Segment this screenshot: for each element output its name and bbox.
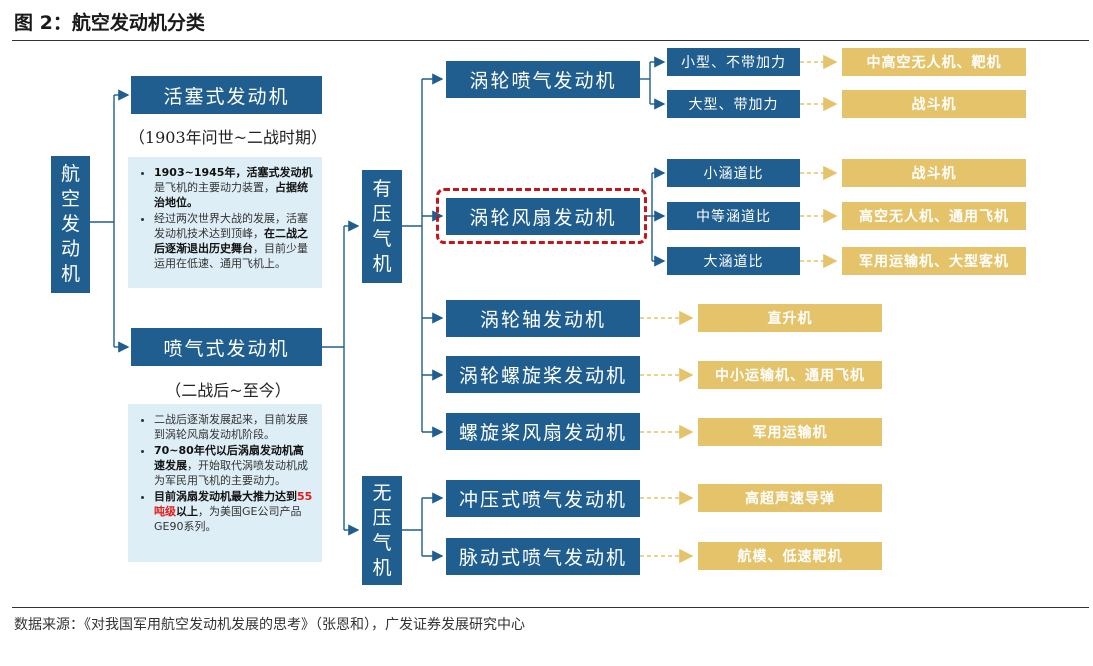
- app-ramjet: 高超声速导弹: [698, 484, 882, 512]
- root-char: 发: [60, 213, 80, 235]
- vchar: 机: [372, 252, 392, 275]
- jet-period: （二战后~至今）: [165, 381, 291, 400]
- root-char: 动: [60, 238, 80, 260]
- note-bold: 70~80年代以后涡扇发动机高速发展: [154, 444, 304, 472]
- note-text: ，为美国GE公司产品GE90系列。: [154, 505, 302, 533]
- note-text: 是飞机的主要动力装置，: [154, 181, 275, 194]
- root-char: 空: [60, 188, 80, 210]
- note-bold: 目前涡扇发动机最大推力达到: [154, 490, 297, 503]
- note-red: 55吨级: [154, 490, 313, 518]
- footer-rule: [12, 607, 1089, 608]
- note-bold: 以上: [176, 505, 198, 518]
- without-compressor-box: 无 压 气 机: [362, 476, 402, 585]
- piston-notes: 1903~1945年，活塞式发动机是飞机的主要动力装置，占据统治地位。 经过两次…: [128, 157, 322, 288]
- jet-note-1: 二战后逐渐发展起来，目前发展到涡轮风扇发动机阶段。: [154, 412, 314, 442]
- vchar: 压: [372, 506, 392, 529]
- pulsejet-box: 脉动式喷气发动机: [446, 538, 640, 575]
- vchar: 气: [372, 227, 392, 250]
- jet-note-3: 目前涡扇发动机最大推力达到55吨级以上，为美国GE公司产品GE90系列。: [154, 489, 314, 534]
- app-turbofan-high: 军用运输机、大型客机: [842, 247, 1026, 275]
- turbofan-mid-bypass-box: 中等涵道比: [667, 202, 800, 230]
- app-turbofan-low: 战斗机: [842, 159, 1026, 187]
- jet-engine-box: 喷气式发动机: [131, 328, 322, 366]
- ramjet-box: 冲压式喷气发动机: [446, 480, 640, 517]
- title-rule: [12, 40, 1089, 41]
- note-text: ，开始取代涡喷发动机成为军民用飞机的主要动力。: [154, 459, 308, 487]
- jet-notes: 二战后逐渐发展起来，目前发展到涡轮风扇发动机阶段。 70~80年代以后涡扇发动机…: [128, 404, 322, 562]
- note-text: ，目前少量运用在低速、通用飞机上。: [154, 242, 308, 270]
- note-text: 二战后逐渐发展起来，目前发展到涡轮风扇发动机阶段。: [154, 413, 308, 441]
- vchar: 有: [372, 177, 392, 200]
- vchar: 压: [372, 202, 392, 225]
- piston-note-2: 经过两次世界大战的发展，活塞发动机技术达到顶峰，在二战之后逐渐退出历史舞台，目前…: [154, 211, 314, 271]
- piston-engine-box: 活塞式发动机: [131, 76, 322, 114]
- turbofan-box: 涡轮风扇发动机: [446, 198, 640, 235]
- root-aero-engine: 航 空 发 动 机: [51, 156, 90, 293]
- with-compressor-box: 有 压 气 机: [362, 170, 402, 283]
- turbojet-large-box: 大型、带加力: [667, 90, 800, 118]
- turboshaft-box: 涡轮轴发动机: [446, 300, 640, 337]
- piston-period: （1903年问世~二战时期）: [128, 128, 328, 147]
- turbojet-box: 涡轮喷气发动机: [446, 61, 640, 98]
- app-turbofan-mid: 高空无人机、通用飞机: [842, 202, 1026, 230]
- note-bold: 1903~1945年，活塞式发动机: [154, 166, 313, 179]
- turbofan-highlight: [436, 188, 647, 244]
- source-note: 数据来源：《对我国军用航空发动机发展的思考》（张恩和），广发证券发展研究中心: [14, 617, 525, 633]
- turboprop-box: 涡轮螺旋桨发动机: [446, 356, 640, 393]
- note-bold: 在二战之后逐渐退出历史舞台: [154, 227, 308, 255]
- app-turbojet-large: 战斗机: [842, 90, 1026, 118]
- vchar: 气: [372, 531, 392, 554]
- note-text: 经过两次世界大战的发展，活塞发动机技术达到顶峰，: [154, 212, 308, 240]
- vchar: 无: [372, 481, 392, 504]
- propfan-box: 螺旋桨风扇发动机: [446, 413, 640, 450]
- jet-note-2: 70~80年代以后涡扇发动机高速发展，开始取代涡喷发动机成为军民用飞机的主要动力…: [154, 443, 314, 488]
- app-propfan: 军用运输机: [698, 418, 882, 446]
- turbofan-low-bypass-box: 小涵道比: [667, 159, 800, 187]
- app-turbojet-small: 中高空无人机、靶机: [842, 48, 1026, 76]
- root-char: 航: [60, 163, 80, 185]
- root-char: 机: [60, 263, 80, 285]
- app-pulsejet: 航模、低速靶机: [698, 542, 882, 570]
- app-turboprop: 中小运输机、通用飞机: [698, 361, 882, 389]
- figure-title: 图 2：航空发动机分类: [14, 12, 205, 34]
- note-bold: 占据统治地位。: [154, 181, 308, 209]
- piston-note-1: 1903~1945年，活塞式发动机是飞机的主要动力装置，占据统治地位。: [154, 165, 314, 210]
- vchar: 机: [372, 556, 392, 579]
- turbofan-high-bypass-box: 大涵道比: [667, 247, 800, 275]
- app-turboshaft: 直升机: [698, 304, 882, 332]
- turbojet-small-box: 小型、不带加力: [667, 48, 800, 76]
